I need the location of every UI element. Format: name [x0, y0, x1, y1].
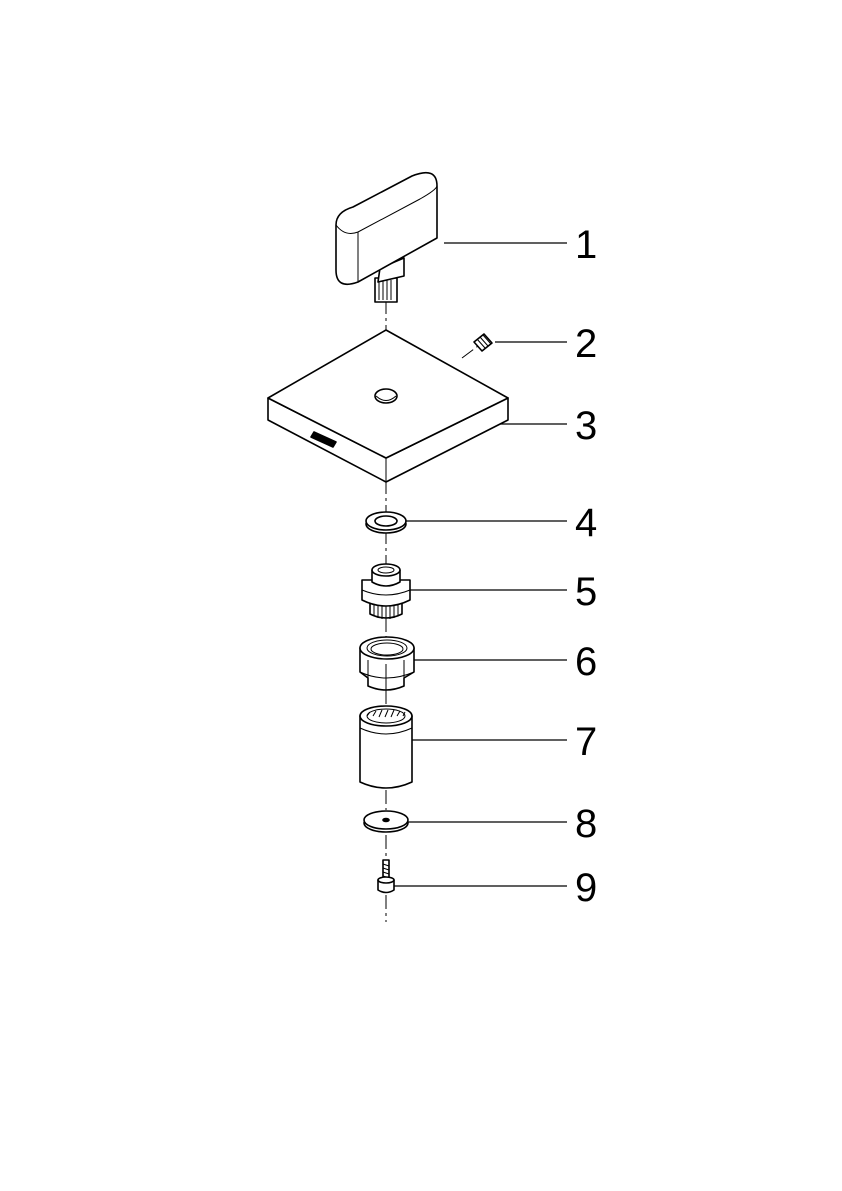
part-6-threaded-nut: [359, 636, 415, 692]
callout-7: 7: [575, 720, 597, 764]
part-8-washer: [363, 810, 409, 833]
callout-9: 9: [575, 866, 597, 910]
part-2-set-screw: [473, 333, 493, 352]
callout-4: 4: [575, 501, 597, 545]
callout-1: 1: [575, 223, 597, 267]
callout-numbers: 1 2 3 4 5 6 7 8 9: [575, 223, 597, 910]
part-5-threaded-adapter: [361, 563, 411, 619]
callout-2: 2: [575, 322, 597, 366]
callout-6: 6: [575, 640, 597, 684]
callout-8: 8: [575, 802, 597, 846]
part-3-square-rosette: [267, 329, 509, 483]
leader-lines: [394, 242, 567, 887]
part-9-screw: [377, 859, 395, 894]
callout-5: 5: [575, 570, 597, 614]
part-7-sleeve: [359, 705, 413, 789]
part-1-lever-handle: [335, 171, 438, 303]
part-4-ring: [365, 511, 407, 534]
callout-3: 3: [575, 404, 597, 448]
